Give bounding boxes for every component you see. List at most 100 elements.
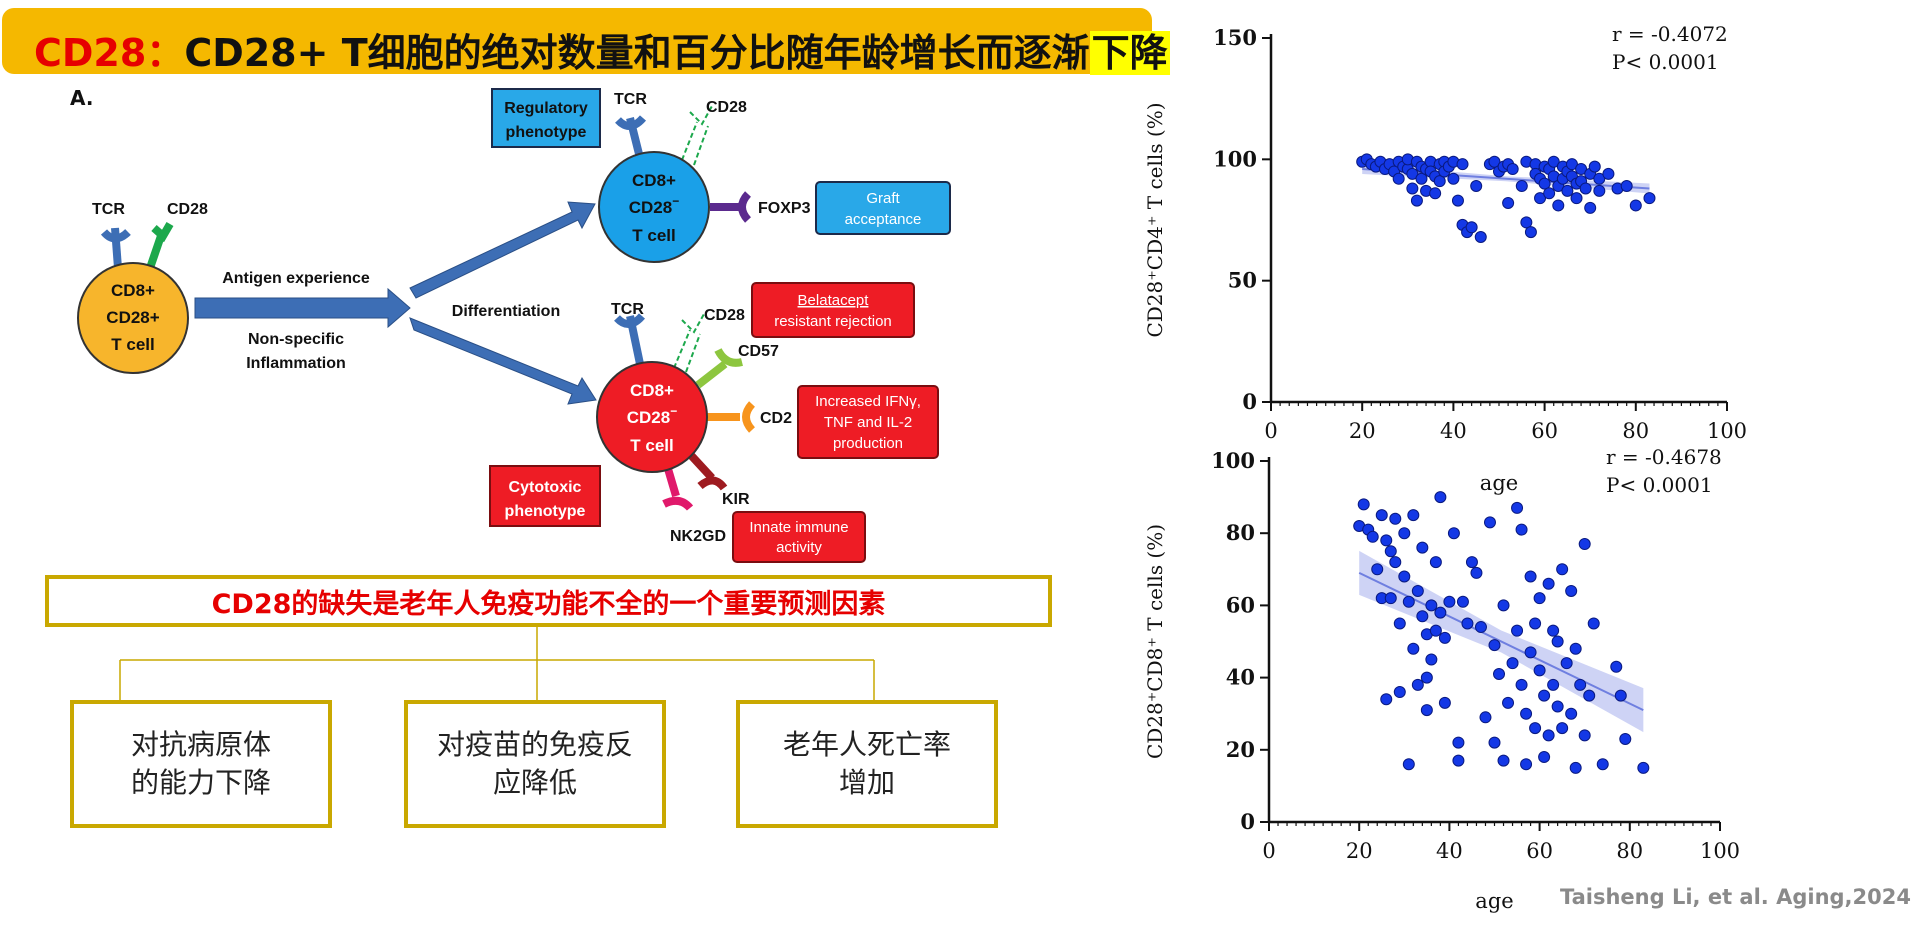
chart1-data-point (1384, 592, 1397, 605)
cytotoxic-line2: phenotype (505, 503, 586, 520)
cyto-cd28-absent-icon (673, 313, 705, 373)
chart1-data-point (1565, 707, 1578, 720)
chart0-data-point (1593, 172, 1606, 185)
chart1-data-point (1429, 624, 1442, 637)
outcome-pathogen: 对抗病原体 的能力下降 (70, 700, 332, 828)
chart1-data-point (1511, 624, 1524, 637)
innate-line1: Innate immune (749, 519, 848, 536)
differentiation-label: Differentiation (452, 303, 560, 320)
naive-cd8-cd28pos-cell (77, 262, 189, 374)
cd4-r-value: r = -0.4072 (1612, 22, 1728, 46)
outcome-mortality: 老年人死亡率 增加 (736, 700, 998, 828)
reg-cd28-label: CD28 (706, 99, 747, 116)
chart1-data-point (1596, 758, 1609, 771)
chart1-data-point (1411, 678, 1424, 691)
kir-receptor-icon (697, 476, 728, 491)
title-highlight: 下降 (1089, 31, 1170, 75)
chart0-x-tick-label: 100 (1707, 419, 1747, 443)
chart1-data-point (1483, 516, 1496, 529)
chart1-data-point (1402, 758, 1415, 771)
chart1-data-point (1443, 595, 1456, 608)
chart1-x-tick-label: 20 (1346, 839, 1373, 863)
chart1-data-point (1366, 530, 1379, 543)
chart1-data-point (1407, 642, 1420, 655)
chart1-data-point (1533, 592, 1546, 605)
chart0-data-point (1565, 158, 1578, 171)
chart0-x-tick-label: 0 (1264, 419, 1277, 443)
chart1-data-point (1416, 610, 1429, 623)
cd2-receptor-icon (742, 401, 756, 433)
chart0-data-point (1584, 201, 1597, 214)
cd2-label: CD2 (760, 410, 792, 427)
chart1-data-point (1420, 704, 1433, 717)
cyto-tcr-label: TCR (611, 301, 644, 318)
chart1-data-point (1529, 722, 1542, 735)
antigen-experience-label: Antigen experience (222, 270, 370, 287)
predictor-text: CD28的缺失是老年人免疫功能不全的一个重要预测因素 (211, 588, 886, 620)
citation: Taisheng Li, et al. Aging,2024 (1560, 885, 1911, 909)
predictor-box: CD28的缺失是老年人免疫功能不全的一个重要预测因素 (45, 575, 1052, 627)
reg-cell-line3: T cell (632, 226, 675, 245)
chart1-data-point (1456, 595, 1469, 608)
chart1-data-point (1493, 667, 1506, 680)
chart0-x-tick-label: 80 (1622, 419, 1649, 443)
chart1-data-point (1398, 570, 1411, 583)
chart1-data-point (1407, 509, 1420, 522)
chart1-data-point (1488, 736, 1501, 749)
chart1-data-point (1425, 653, 1438, 666)
chart1-data-point (1452, 736, 1465, 749)
chart0-data-point (1602, 167, 1615, 180)
chart1-data-point (1402, 595, 1415, 608)
cd8-p-value: P< 0.0001 (1606, 473, 1713, 497)
chart1-y-tick-label: 60 (1226, 592, 1255, 617)
chart1-data-point (1637, 761, 1650, 774)
chart0-data-point (1406, 167, 1419, 180)
chart0-data-point (1515, 180, 1528, 193)
chart1-data-point (1524, 646, 1537, 659)
chart1-data-point (1565, 584, 1578, 597)
title-banner: CD28：CD28+ T细胞的绝对数量和百分比随年龄增长而逐渐下降 (2, 8, 1170, 75)
chart1-x-tick-label: 100 (1700, 839, 1740, 863)
chart1-data-point (1497, 599, 1510, 612)
chart1-data-point (1375, 509, 1388, 522)
chart1-data-point (1425, 599, 1438, 612)
naive-cd28-label: CD28 (167, 201, 208, 218)
belatacept-box (751, 282, 915, 338)
chart1-x-tick-label: 40 (1436, 839, 1463, 863)
cd57-stem (695, 360, 728, 389)
chart1-data-point (1547, 678, 1560, 691)
cytokine-line3: production (833, 435, 903, 452)
chart1-data-point (1569, 642, 1582, 655)
chart0-data-point (1543, 187, 1556, 200)
chart0-data-point (1561, 184, 1574, 197)
reg-cell-line2: CD28− (629, 194, 679, 217)
arrow-up (409, 201, 596, 299)
chart1-y-axis-label: CD28⁺CD8⁺ T cells (%) (1143, 524, 1167, 759)
chart0-data-point (1538, 177, 1551, 190)
chart0-y-axis-label: CD28⁺CD4⁺ T cells (%) (1143, 102, 1167, 337)
chart0-data-point (1588, 160, 1601, 173)
cyto-cell-line3: T cell (630, 436, 673, 455)
chart1-data-point (1429, 556, 1442, 569)
chart1-y-tick-label: 20 (1226, 737, 1255, 762)
chart0-data-point (1415, 172, 1428, 185)
chart1-data-point (1520, 758, 1533, 771)
chart1-data-point (1587, 617, 1600, 630)
chart0-data-point (1547, 155, 1560, 168)
chart1-data-point (1551, 700, 1564, 713)
chart0-data-point (1593, 184, 1606, 197)
reg-tcr-label: TCR (614, 91, 647, 108)
chart1-y-tick-label: 40 (1226, 665, 1255, 690)
chart0-data-point (1570, 192, 1583, 205)
chart1-data-point (1569, 761, 1582, 774)
chart1-data-point (1547, 624, 1560, 637)
chart0-data-point (1520, 216, 1533, 229)
nk2gd-receptor-icon (662, 496, 694, 511)
cytokine-line1: Increased IFNγ, (815, 393, 921, 410)
chart1-data-point (1389, 556, 1402, 569)
chart1-data-point (1506, 657, 1519, 670)
chart0-y-tick-label: 150 (1213, 25, 1257, 50)
cyto-cell-line2: CD28− (627, 404, 677, 427)
